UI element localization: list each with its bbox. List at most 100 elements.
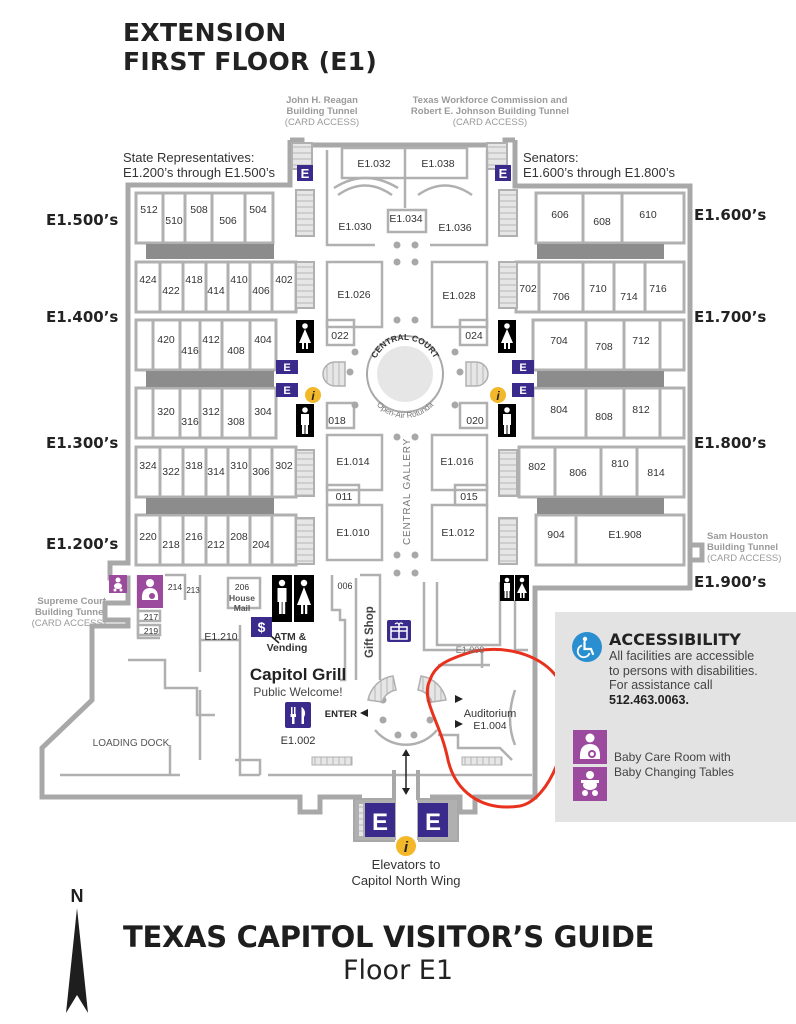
room-606: 606 — [551, 209, 569, 221]
restroom-women-icon — [515, 575, 529, 601]
elevator-icon — [418, 803, 448, 837]
room-302: 302 — [275, 460, 293, 472]
room-219: 219 — [144, 626, 158, 636]
house-mail-line2: Mail — [234, 603, 251, 613]
room-806: 806 — [569, 467, 587, 479]
stairs — [322, 361, 346, 387]
range-label-800: E1.800’s — [694, 434, 767, 452]
room-404: 404 — [254, 334, 272, 346]
range-label-500: E1.500’s — [46, 211, 119, 229]
room-814: 814 — [647, 467, 665, 479]
room-324: 324 — [139, 460, 157, 472]
elevator-icon: E — [495, 165, 511, 181]
room-308: 308 — [227, 416, 245, 428]
room-312: 312 — [202, 406, 220, 418]
reagan-tunnel-access: (CARD ACCESS) — [284, 117, 360, 128]
stairs — [295, 261, 315, 309]
room-024: 024 — [465, 330, 483, 342]
rotunda-label: Open-Air Rotunda — [375, 400, 435, 420]
compass-north-label: N — [71, 886, 84, 906]
east-wing-note-line2: E1.600’s through E1.800’s — [523, 165, 676, 180]
range-label-600: E1.600’s — [694, 206, 767, 224]
svg-text:E: E — [499, 166, 508, 181]
restroom-women-icon — [498, 320, 516, 353]
elevator-icon: E — [512, 360, 534, 374]
east-wing-note-line1: Senators: — [523, 150, 579, 165]
supreme-court-tunnel-line2: Building Tunnel — [34, 607, 106, 618]
auditorium-name: Auditorium — [464, 708, 517, 720]
west-wing-note-line1: State Representatives: — [123, 150, 255, 165]
room-e1028: E1.028 — [442, 290, 475, 302]
grand-stairs-east — [417, 675, 447, 703]
room-216: 216 — [185, 531, 203, 543]
supreme-court-tunnel-line1: Supreme Court — [37, 596, 106, 607]
range-label-700: E1.700’s — [694, 308, 767, 326]
baby-changing-icon — [109, 575, 127, 593]
stairs — [498, 189, 518, 237]
room-416: 416 — [181, 345, 199, 357]
accessibility-panel: ACCESSIBILITY All facilities are accessi… — [555, 612, 796, 822]
balcony-arches — [333, 176, 473, 197]
room-214: 214 — [168, 582, 182, 592]
map-title: EXTENSION FIRST FLOOR (E1) — [123, 18, 377, 76]
room-318: 318 — [185, 460, 203, 472]
accessibility-line1: All facilities are accessible — [609, 649, 755, 663]
room-716: 716 — [649, 283, 667, 295]
west-wing-note-line2: E1.200’s through E1.500’s — [123, 165, 276, 180]
elevator-icon: E — [276, 383, 298, 397]
room-204: 204 — [252, 539, 270, 551]
room-504: 504 — [249, 204, 267, 216]
accessibility-line2: to persons with disabilities. — [609, 663, 758, 678]
elevator-icon: E — [297, 165, 313, 181]
west-corridors — [146, 244, 274, 514]
elevator-icon: E — [276, 360, 298, 374]
reagan-tunnel-line2: Building Tunnel — [286, 106, 358, 117]
restroom-men-icon — [272, 575, 292, 622]
room-306: 306 — [252, 466, 270, 478]
rotunda-text: Open-Air Rotunda — [375, 400, 435, 420]
supreme-court-tunnel-access: (CARD ACCESS) — [31, 618, 106, 629]
room-702: 702 — [519, 283, 537, 295]
room-802: 802 — [528, 461, 546, 473]
sam-houston-tunnel-label: Sam Houston Building Tunnel (CARD ACCESS… — [707, 531, 796, 564]
house-mail-line1: House — [229, 593, 255, 603]
two-way-arrow-icon — [402, 749, 410, 795]
room-220: 220 — [139, 531, 157, 543]
accessibility-text: All facilities are accessible to persons… — [609, 649, 794, 707]
restroom-women-icon — [294, 575, 314, 622]
grill-room: E1.002 — [281, 735, 316, 747]
east-wing-note: Senators: E1.600’s through E1.800’s — [523, 150, 675, 180]
baby-care-icon — [137, 575, 163, 608]
room-420: 420 — [157, 334, 175, 346]
stairs — [498, 261, 518, 309]
room-labels: 512 510 508 506 504 424 422 418 414 410 … — [139, 158, 667, 655]
stairs — [295, 517, 315, 565]
arrow-right-icon — [455, 695, 463, 703]
room-314: 314 — [207, 466, 225, 478]
accessibility-line3: For assistance call — [609, 678, 713, 692]
room-708: 708 — [595, 341, 613, 353]
sam-houston-tunnel-line2: Building Tunnel — [707, 542, 779, 553]
room-217: 217 — [144, 612, 158, 622]
svg-text:$: $ — [258, 619, 266, 635]
west-wing-note: State Representatives: E1.200’s through … — [123, 150, 275, 180]
room-712: 712 — [632, 335, 650, 347]
restroom-men-icon — [498, 404, 516, 437]
grand-stairs-west — [367, 675, 397, 703]
room-408: 408 — [227, 345, 245, 357]
room-412: 412 — [202, 334, 220, 346]
room-020: 020 — [466, 415, 484, 427]
restroom-women-icon — [296, 320, 314, 353]
accessibility-phone[interactable]: 512.463.0063. — [609, 692, 689, 707]
room-015: 015 — [460, 491, 478, 503]
room-714: 714 — [620, 291, 638, 303]
room-218: 218 — [162, 539, 180, 551]
guide-title: TEXAS CAPITOL VISITOR’S GUIDE — [123, 920, 655, 954]
info-icon: i — [305, 387, 321, 403]
room-208: 208 — [230, 531, 248, 543]
twc-tunnel-label: Texas Workforce Commission and Robert E.… — [395, 95, 585, 128]
central-gallery-label: CENTRAL GALLERY — [402, 438, 413, 545]
elevator-icon — [365, 803, 395, 837]
svg-text:i: i — [496, 389, 500, 403]
elevator-letter: E — [425, 809, 441, 836]
